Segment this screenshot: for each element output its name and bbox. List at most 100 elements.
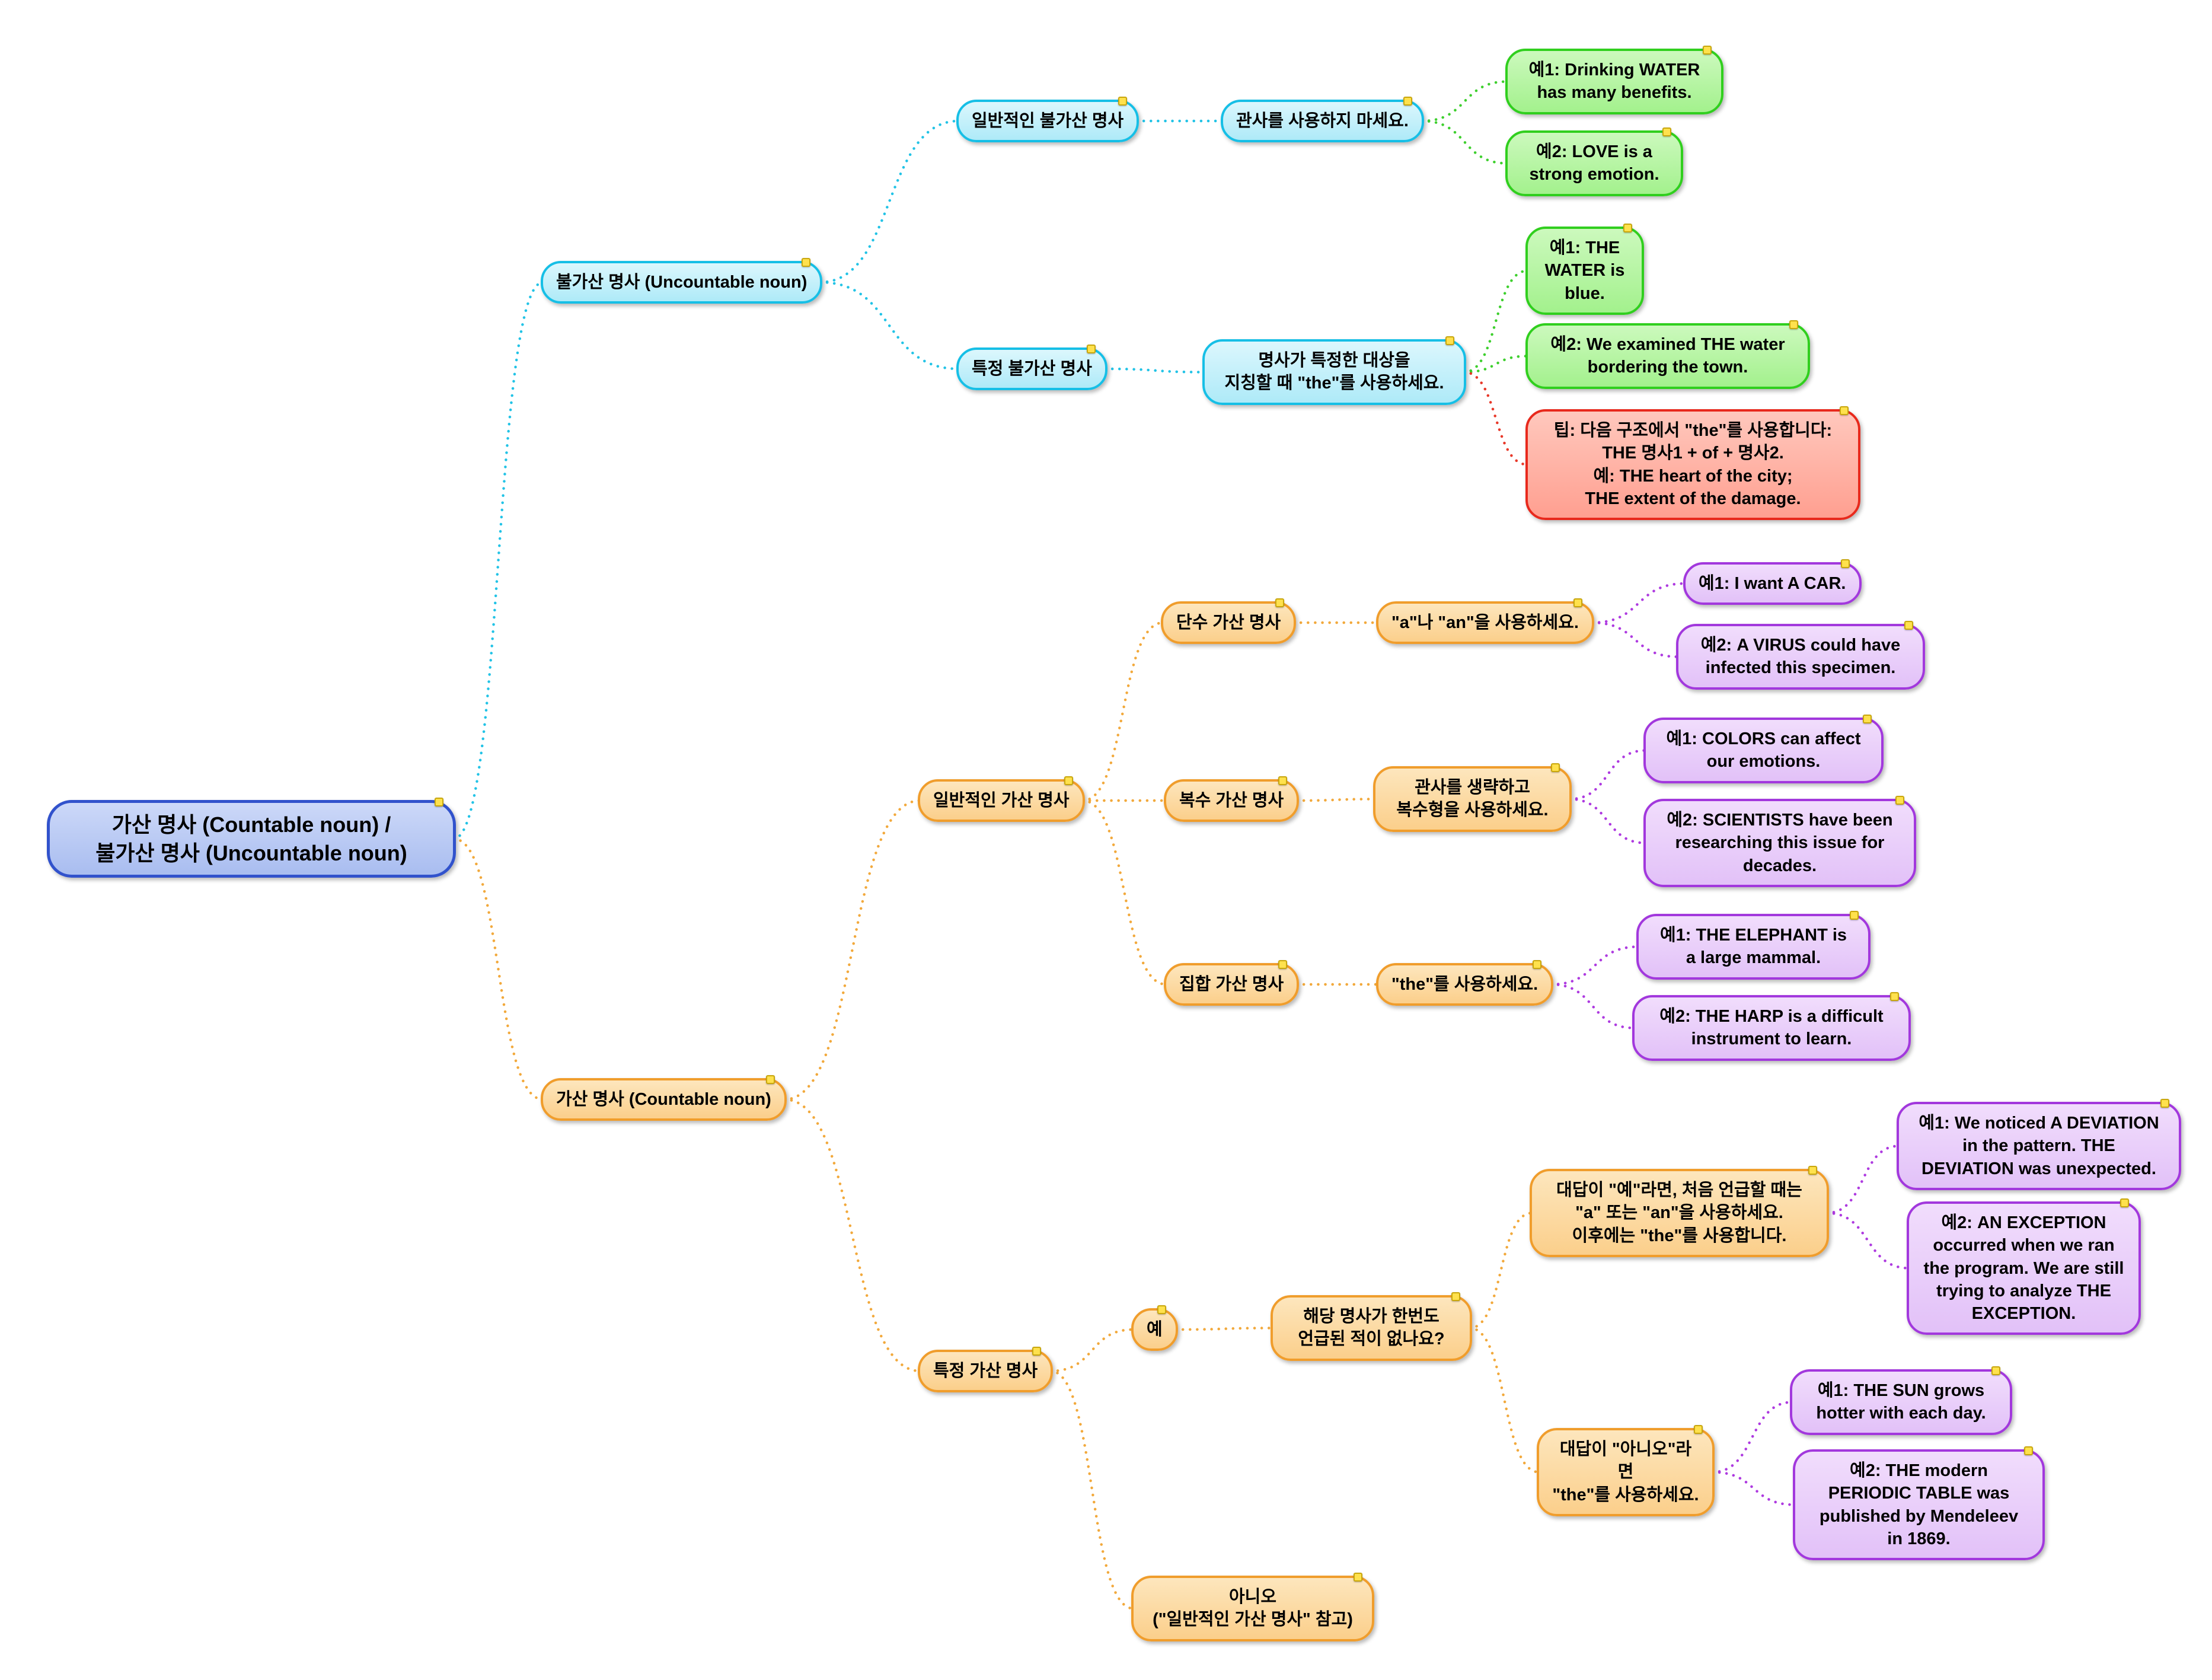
node-root-title[interactable]: 가산 명사 (Countable noun) / 불가산 명사 (Uncount… <box>47 798 456 878</box>
node-general-countable[interactable]: 일반적인 가산 명사 <box>918 776 1085 823</box>
example-the-sun[interactable]: 예1: THE SUN grows hotter with each day. <box>1790 1366 2012 1435</box>
node-label: 해당 명사가 한번도 언급된 적이 없나요? <box>1298 1307 1445 1349</box>
edge-collective_rule-col_ex2 <box>1549 983 1636 1029</box>
yellow-marker-icon <box>1840 559 1850 568</box>
node-countable-noun[interactable]: 가산 명사 (Countable noun) <box>541 1075 787 1121</box>
edge-uncountable-unc_specific <box>818 280 960 371</box>
yellow-marker-icon <box>1623 224 1632 232</box>
node-a-an-rule[interactable]: "a"나 "an"을 사용하세요. <box>1376 598 1594 645</box>
edge-yes_no-no_ex2 <box>1710 1471 1797 1506</box>
yellow-marker-icon <box>1533 960 1542 969</box>
edge-plural_rule-plu_ex2 <box>1568 798 1648 844</box>
example-scientists[interactable]: 예2: SCIENTISTS have been researching thi… <box>1643 796 1916 887</box>
node-label: "a"나 "an"을 사용하세요. <box>1391 613 1579 632</box>
yellow-marker-icon <box>1451 1292 1460 1301</box>
yellow-marker-icon <box>1157 1305 1166 1314</box>
node-label: 불가산 명사 (Uncountable noun) <box>556 273 807 292</box>
yellow-marker-icon <box>802 258 811 267</box>
edge-singular_rule-sing_ex2 <box>1590 621 1680 658</box>
example-the-water-blue[interactable]: 예1: THE WATER is blue. <box>1525 224 1644 315</box>
yellow-marker-icon <box>1354 1573 1362 1582</box>
node-first-mention-rule[interactable]: 대답이 "예"라면, 처음 언급할 때는 "a" 또는 "an"을 사용하세요.… <box>1530 1166 1829 1257</box>
node-label: 예2: LOVE is a strong emotion. <box>1529 142 1659 184</box>
node-label: 예1: Drinking WATER has many benefits. <box>1528 60 1700 103</box>
edge-countable-cnt_specific <box>783 1098 922 1373</box>
node-label: 특정 가산 명사 <box>933 1362 1038 1381</box>
yellow-marker-icon <box>1551 763 1560 772</box>
edge-cnt_specific-yes <box>1049 1328 1135 1373</box>
example-periodic-table[interactable]: 예2: THE modern PERIODIC TABLE was publis… <box>1793 1446 2045 1561</box>
node-collective-countable[interactable]: 집합 가산 명사 <box>1164 960 1300 1006</box>
node-plural-rule[interactable]: 관사를 생략하고 복수형을 사용하세요. <box>1373 763 1572 832</box>
edge-countable-cnt_general <box>783 799 922 1101</box>
node-not-first-mention-rule[interactable]: 대답이 "아니오"라면 "the"를 사용하세요. <box>1537 1425 1715 1516</box>
edge-unc_general_rule-unc_ex1 <box>1420 80 1509 123</box>
yellow-marker-icon <box>2120 1198 2129 1207</box>
yellow-marker-icon <box>1064 776 1073 785</box>
example-an-exception[interactable]: 예2: AN EXCEPTION occurred when we ran th… <box>1907 1198 2141 1335</box>
node-plural-countable[interactable]: 복수 가산 명사 <box>1164 776 1300 823</box>
edge-unc_specific_rule-unc_spec_ex2 <box>1462 355 1530 374</box>
node-specific-countable[interactable]: 특정 가산 명사 <box>918 1347 1054 1393</box>
example-drinking-water[interactable]: 예1: Drinking WATER has many benefits. <box>1505 46 1723 114</box>
yellow-marker-icon <box>1703 46 1712 55</box>
yellow-marker-icon <box>1086 345 1096 353</box>
example-colors[interactable]: 예1: COLORS can affect our emotions. <box>1643 715 1884 783</box>
node-label: 예2: We examined THE water bordering the … <box>1550 335 1785 377</box>
yellow-marker-icon <box>435 798 443 806</box>
node-first-mention-question[interactable]: 해당 명사가 한번도 언급된 적이 없나요? <box>1271 1292 1472 1361</box>
node-yes[interactable]: 예 <box>1131 1305 1178 1351</box>
node-specific-uncountable[interactable]: 특정 불가산 명사 <box>956 345 1107 391</box>
example-a-deviation[interactable]: 예1: We noticed A DEVIATION in the patter… <box>1897 1099 2181 1190</box>
node-uncountable-noun[interactable]: 불가산 명사 (Uncountable noun) <box>541 258 823 304</box>
node-label: 가산 명사 (Countable noun) <box>556 1090 771 1109</box>
node-label: 대답이 "아니오"라면 "the"를 사용하세요. <box>1552 1440 1699 1504</box>
yellow-marker-icon <box>1890 992 1899 1001</box>
node-no-reference[interactable]: 아니오 ("일반적인 가산 명사" 참고) <box>1131 1573 1374 1641</box>
yellow-marker-icon <box>1278 776 1288 785</box>
node-label: 일반적인 불가산 명사 <box>972 111 1124 130</box>
example-examined-water[interactable]: 예2: We examined THE water bordering the … <box>1525 320 1810 389</box>
example-the-harp[interactable]: 예2: THE HARP is a difficult instrument t… <box>1632 992 1911 1061</box>
node-label: 아니오 ("일반적인 가산 명사" 참고) <box>1153 1587 1353 1630</box>
node-general-uncountable[interactable]: 일반적인 불가산 명사 <box>956 97 1139 143</box>
edge-cnt_general-collective <box>1081 799 1168 986</box>
yellow-marker-icon <box>1850 911 1859 920</box>
edge-collective_rule-col_ex1 <box>1549 945 1640 986</box>
node-the-specific-rule[interactable]: 명사가 특정한 대상을 지칭할 때 "the"를 사용하세요. <box>1202 336 1466 405</box>
yellow-marker-icon <box>1278 960 1288 969</box>
node-label: 예1: THE ELEPHANT is a large mammal. <box>1659 926 1847 968</box>
node-singular-countable[interactable]: 단수 가산 명사 <box>1161 598 1297 645</box>
yellow-marker-icon <box>1694 1425 1703 1434</box>
example-love-emotion[interactable]: 예2: LOVE is a strong emotion. <box>1505 127 1683 196</box>
edge-yes_first-yes_first_ex1 <box>1825 1145 1901 1214</box>
node-label: 예2: SCIENTISTS have been researching thi… <box>1667 811 1893 875</box>
example-a-car[interactable]: 예1: I want A CAR. <box>1683 559 1862 605</box>
edge-yes_q-yes_no <box>1468 1327 1541 1474</box>
node-no-article-rule[interactable]: 관사를 사용하지 마세요. <box>1221 97 1424 143</box>
yellow-marker-icon <box>1840 406 1849 415</box>
node-label: 예1: THE WATER is blue. <box>1544 238 1625 303</box>
example-a-virus[interactable]: 예2: A VIRUS could have infected this spe… <box>1676 621 1925 690</box>
node-label: 특정 불가산 명사 <box>972 359 1092 378</box>
node-label: 가산 명사 (Countable noun) / 불가산 명사 (Uncount… <box>95 812 407 865</box>
yellow-marker-icon <box>1789 320 1798 329</box>
yellow-marker-icon <box>1573 598 1582 607</box>
edge-yes_q-yes_first <box>1468 1212 1534 1330</box>
node-label: 예1: I want A CAR. <box>1699 574 1846 593</box>
node-label: 집합 가산 명사 <box>1179 975 1284 994</box>
node-the-rule[interactable]: "the"를 사용하세요. <box>1376 960 1554 1006</box>
node-label: 예1: We noticed A DEVIATION in the patter… <box>1919 1114 2159 1178</box>
tip-the-structure[interactable]: 팁: 다음 구조에서 "the"를 사용합니다: THE 명사1 + of + … <box>1525 406 1860 521</box>
node-label: 명사가 특정한 대상을 지칭할 때 "the"를 사용하세요. <box>1224 351 1444 393</box>
yellow-marker-icon <box>2160 1099 2169 1108</box>
edge-uncountable-unc_general <box>818 119 960 284</box>
edge-yes_no-no_ex1 <box>1710 1401 1794 1474</box>
yellow-marker-icon <box>765 1075 775 1084</box>
node-label: 관사를 생략하고 복수형을 사용하세요. <box>1396 778 1549 820</box>
example-the-elephant[interactable]: 예1: THE ELEPHANT is a large mammal. <box>1636 911 1871 980</box>
node-label: 팁: 다음 구조에서 "the"를 사용합니다: THE 명사1 + of + … <box>1553 421 1833 508</box>
edge-plural_rule-plu_ex1 <box>1568 749 1648 801</box>
edge-yes-yes_q <box>1174 1327 1275 1331</box>
